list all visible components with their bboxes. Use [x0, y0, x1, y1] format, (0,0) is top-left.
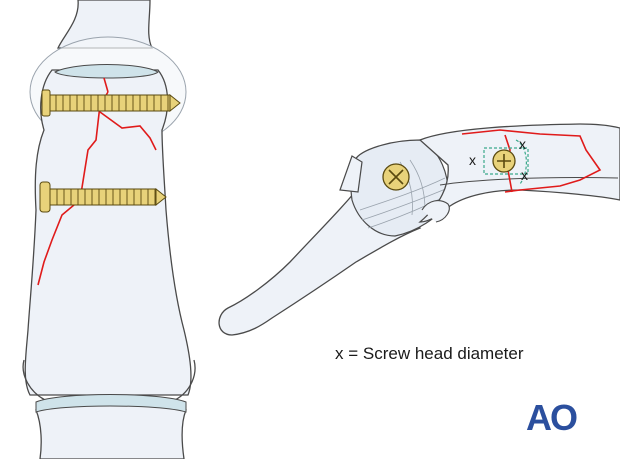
upper-lag-screw — [41, 89, 181, 117]
screw-head-legend: x = Screw head diameter — [335, 344, 524, 363]
fracture-line-branch — [99, 111, 157, 151]
bone-contour-line — [439, 176, 619, 186]
label-x-bottom: x — [521, 167, 528, 183]
screw-head-fracture — [492, 149, 516, 173]
articular-cartilage-bottom — [35, 394, 187, 413]
proximal-bone-bottom — [35, 401, 187, 459]
screw-head-joint — [382, 163, 410, 191]
ao-logo: AO — [526, 397, 579, 438]
left-bone-view — [22, 0, 196, 459]
tendon-notch — [421, 200, 450, 223]
right-bone-view: x x x — [218, 123, 620, 336]
lower-lag-screw — [39, 181, 167, 213]
fracture-line-upper — [103, 77, 109, 93]
ligament-fibers — [359, 159, 449, 229]
articular-cartilage-top — [54, 64, 159, 79]
middle-phalanx — [24, 69, 192, 396]
ao-logo-text: AO — [526, 397, 577, 438]
volar-lip — [339, 155, 363, 193]
lateral-middle-phalanx — [418, 123, 620, 223]
label-x-top: x — [519, 136, 526, 152]
spacing-guide-arc — [515, 139, 527, 185]
label-x-left: x — [469, 152, 476, 168]
spacing-guide-box — [483, 147, 529, 175]
